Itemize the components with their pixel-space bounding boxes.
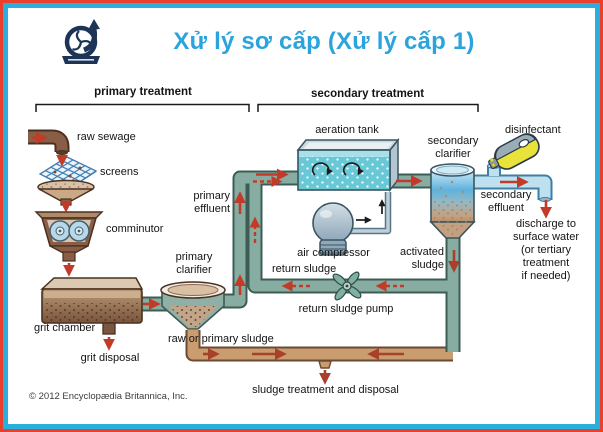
secondary-clarifier-graphic [429, 163, 476, 239]
label-primary-effluent: primary effluent [193, 190, 230, 215]
label-raw-or-primary-sludge: raw or primary sludge [168, 333, 274, 345]
label-sludge-treatment-and-disposal: sludge treatment and disposal [252, 384, 399, 396]
flow-arrows [32, 132, 552, 385]
label-comminutor: comminutor [106, 223, 164, 235]
copyright-notice: © 2012 Encyclopædia Britannica, Inc. [29, 391, 188, 402]
bracket-primary [35, 103, 250, 112]
comminutor-graphic [34, 211, 104, 262]
label-primary-clarifier: primary clarifier [175, 251, 213, 276]
label-air-compressor: air compressor [297, 247, 370, 259]
return-sludge-pump-graphic [332, 271, 362, 301]
label-return-sludge: return sludge [272, 263, 337, 275]
bracket-secondary [257, 103, 479, 112]
page-title: Xử lý sơ cấp (Xử lý cấp 1) [173, 28, 475, 55]
screens-graphic [37, 156, 98, 206]
label-aeration-tank: aeration tank [315, 124, 379, 136]
grit-chamber-graphic [40, 277, 144, 335]
label-disinfectant: disinfectant [505, 124, 561, 136]
section-brackets [35, 103, 479, 112]
label-primary-treatment: primary treatment [94, 86, 192, 98]
primary-clarifier-graphic [160, 281, 226, 330]
aeration-tank-graphic [296, 137, 400, 193]
label-secondary-effluent: secondary effluent [480, 189, 532, 214]
label-raw-sewage: raw sewage [77, 131, 136, 143]
air-compressor-graphic [312, 202, 354, 256]
air-pipe [350, 192, 392, 235]
label-secondary-treatment: secondary treatment [310, 88, 425, 100]
label-grit-chamber: grit chamber [34, 322, 96, 334]
pump-logo-icon [62, 19, 100, 64]
label-return-sludge-pump: return sludge pump [298, 303, 394, 315]
label-screens: screens [100, 166, 139, 178]
label-grit-disposal: grit disposal [80, 352, 140, 364]
raw-sewage-pipe-graphic [28, 129, 70, 155]
label-activated-sludge: activated sludge [399, 246, 444, 271]
label-secondary-clarifier: secondary clarifier [427, 135, 479, 160]
raw-sludge-pipe [185, 330, 453, 369]
label-discharge: discharge to surface water (or tertiary … [512, 218, 580, 282]
disinfectant-bottle-graphic [488, 133, 540, 170]
